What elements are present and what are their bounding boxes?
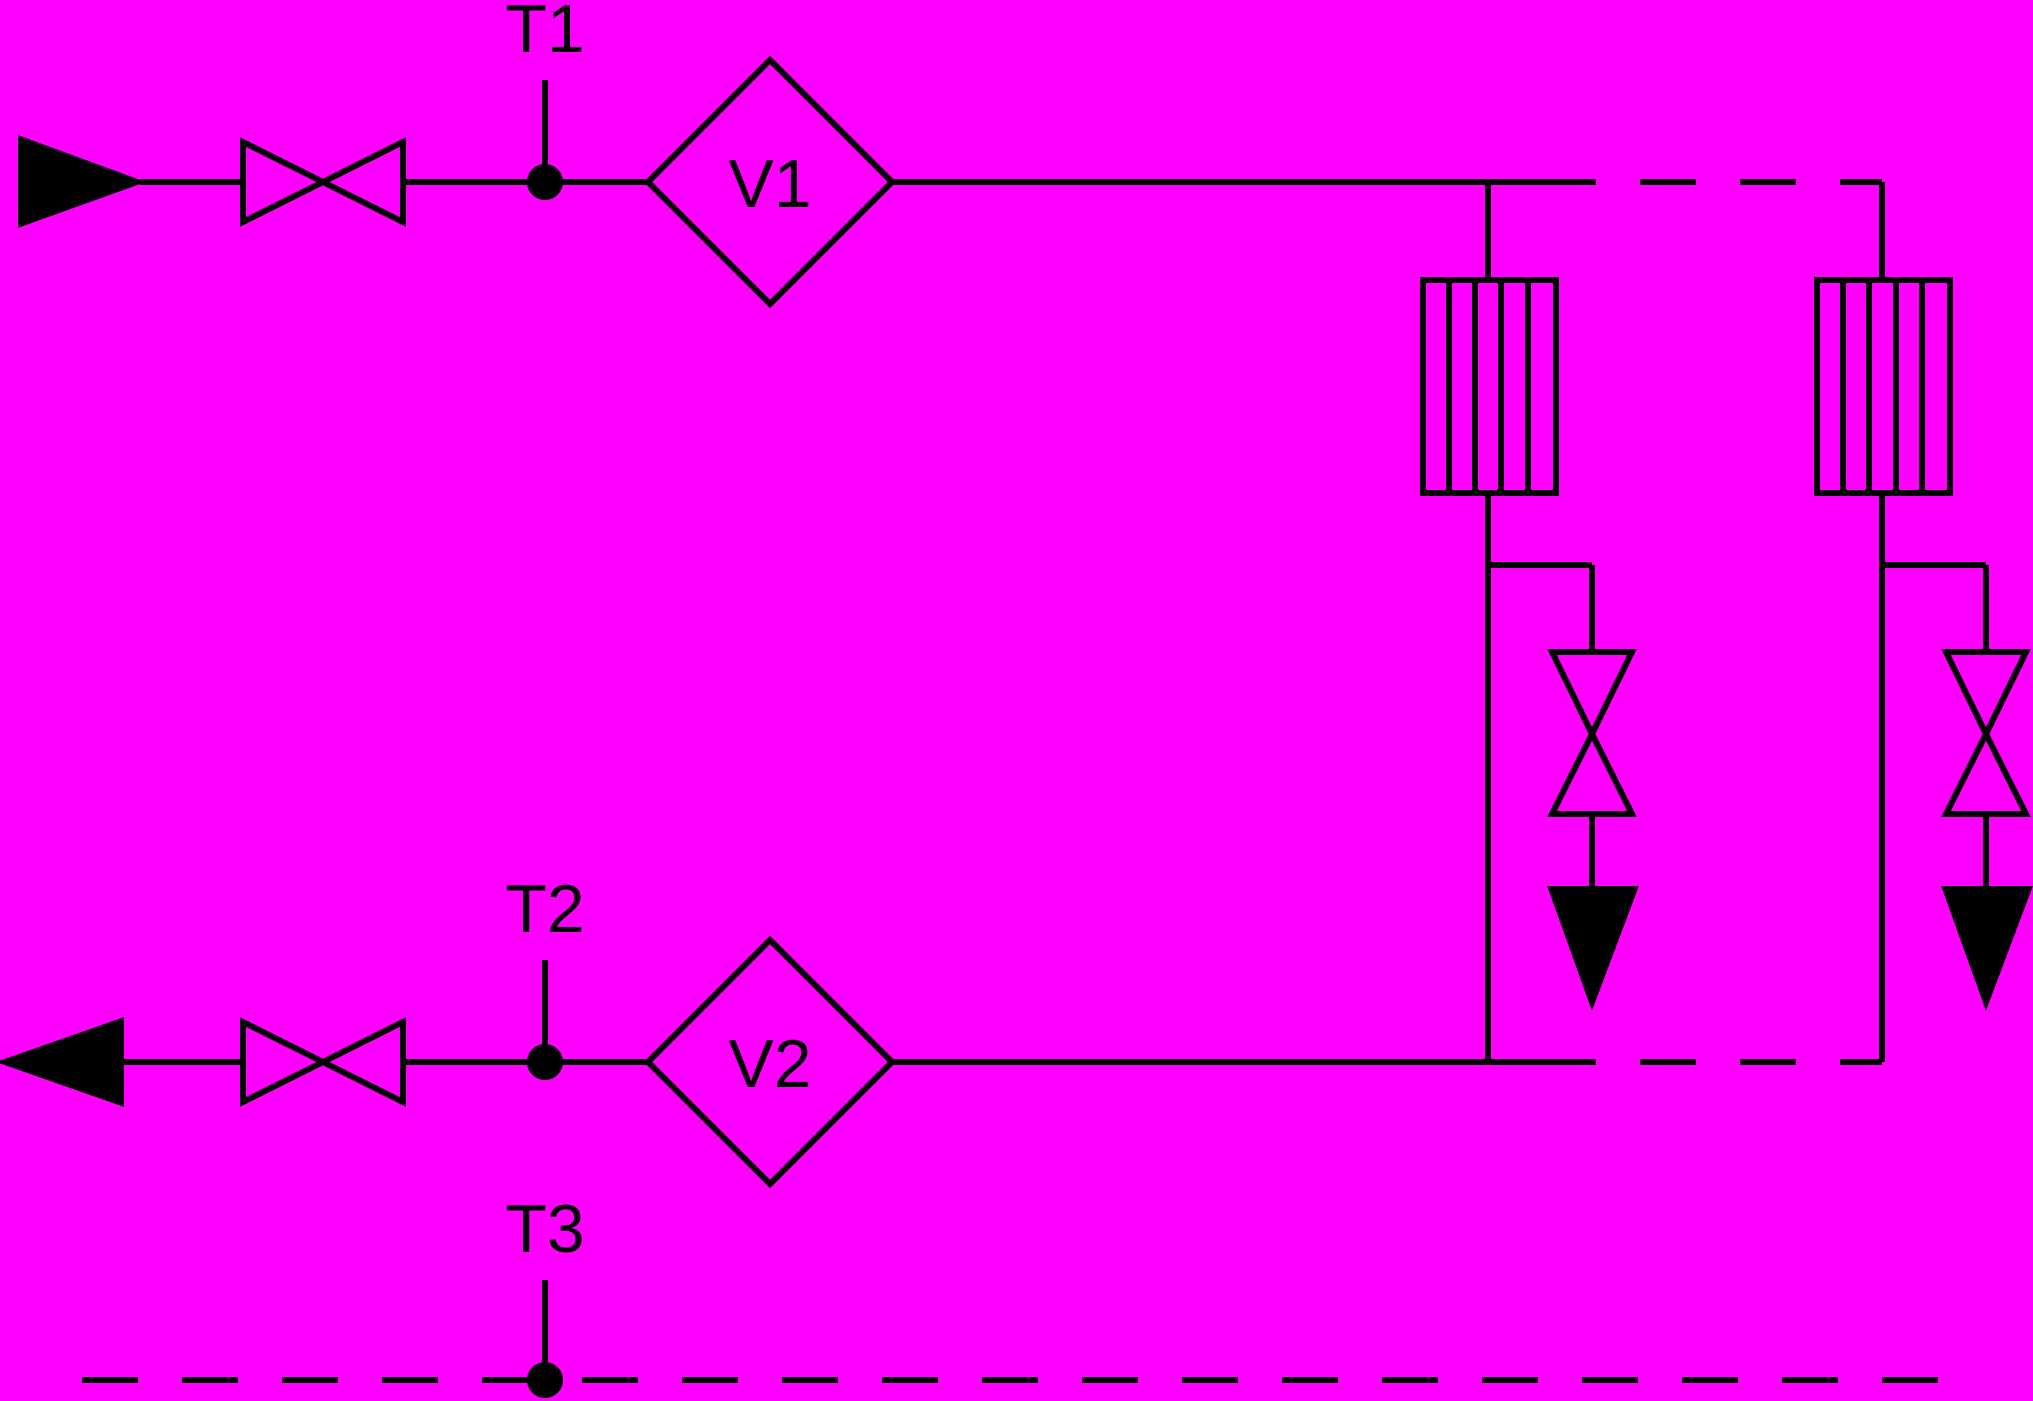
radiator-branch-1 [1420, 182, 1639, 1062]
drain-outlet-arrow-2 [1941, 886, 2033, 1011]
return-line: T2 V2 [0, 871, 1882, 1189]
t3-sensor-node [527, 1362, 563, 1398]
t3-reference-line: T3 [82, 1191, 1970, 1398]
t3-label: T3 [505, 1191, 584, 1267]
supply-inlet-arrow [18, 135, 146, 228]
t1-sensor-node [527, 164, 563, 200]
v1-label: V1 [728, 146, 811, 222]
v2-label: V2 [728, 1026, 811, 1102]
t2-label: T2 [505, 871, 584, 947]
radiator-branch-2 [1814, 182, 2033, 1062]
supply-line: T1 V1 [18, 0, 1882, 309]
drain-outlet-arrow-1 [1547, 886, 1639, 1011]
t2-sensor-node [527, 1044, 563, 1080]
t1-label: T1 [505, 0, 584, 67]
